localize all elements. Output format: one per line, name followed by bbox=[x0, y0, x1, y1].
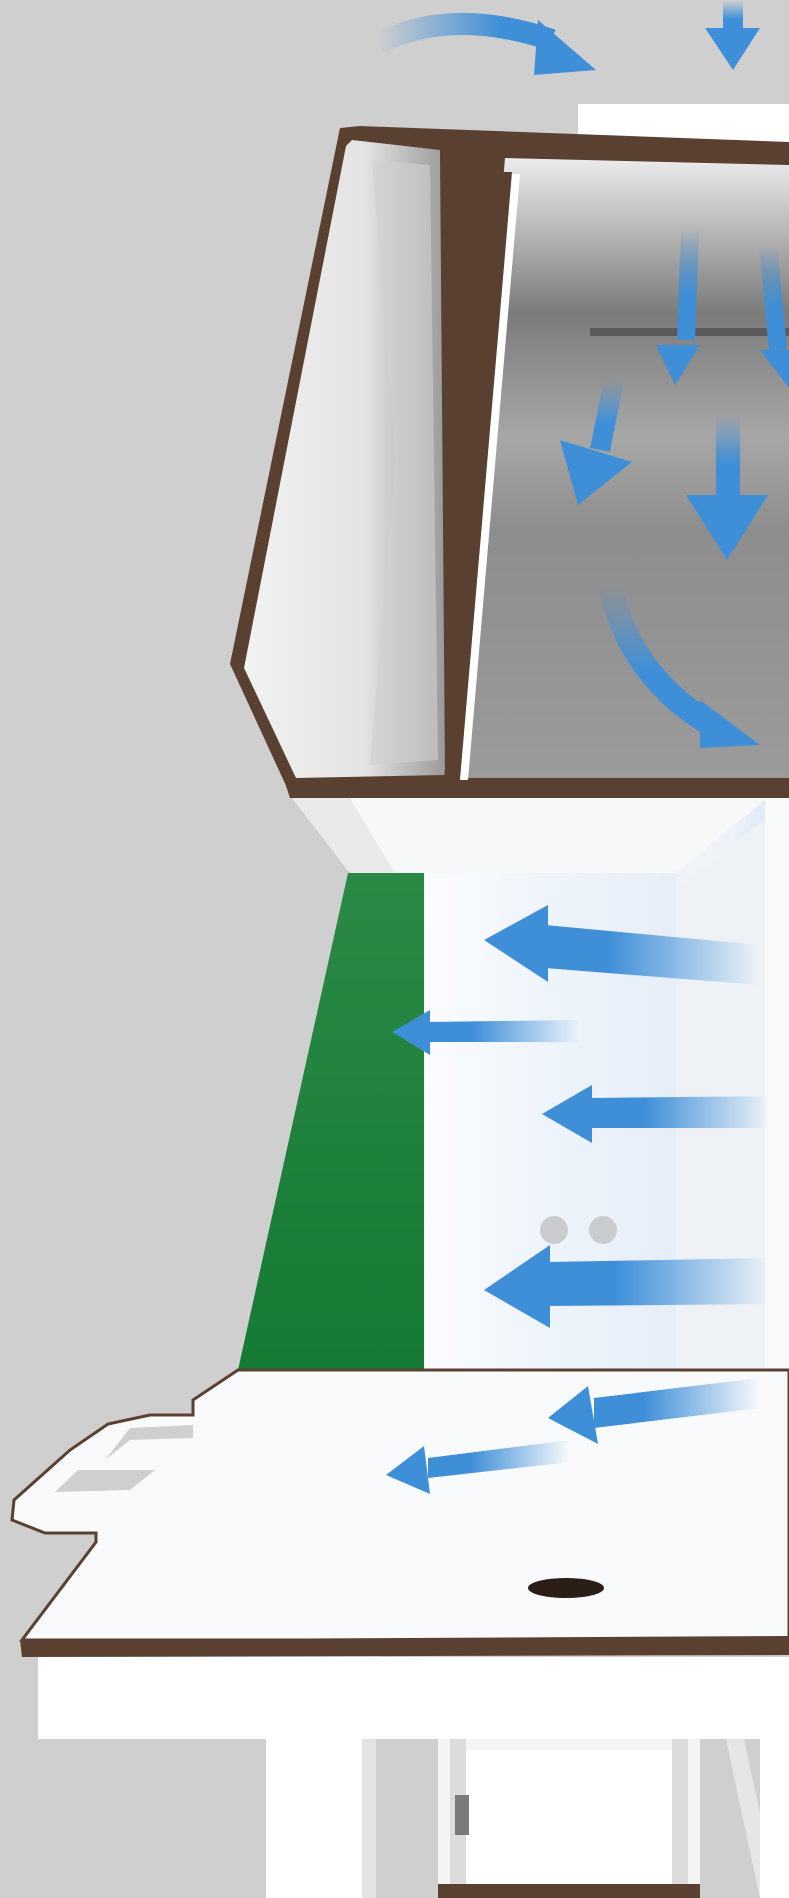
airflow-arrow-intake-down bbox=[705, 0, 760, 70]
airflow-arrow-intake-curve bbox=[378, 20, 596, 75]
base-cabinet bbox=[38, 1657, 789, 1898]
green-back-panel bbox=[238, 873, 426, 1370]
hood-upper-chamber bbox=[230, 126, 789, 798]
